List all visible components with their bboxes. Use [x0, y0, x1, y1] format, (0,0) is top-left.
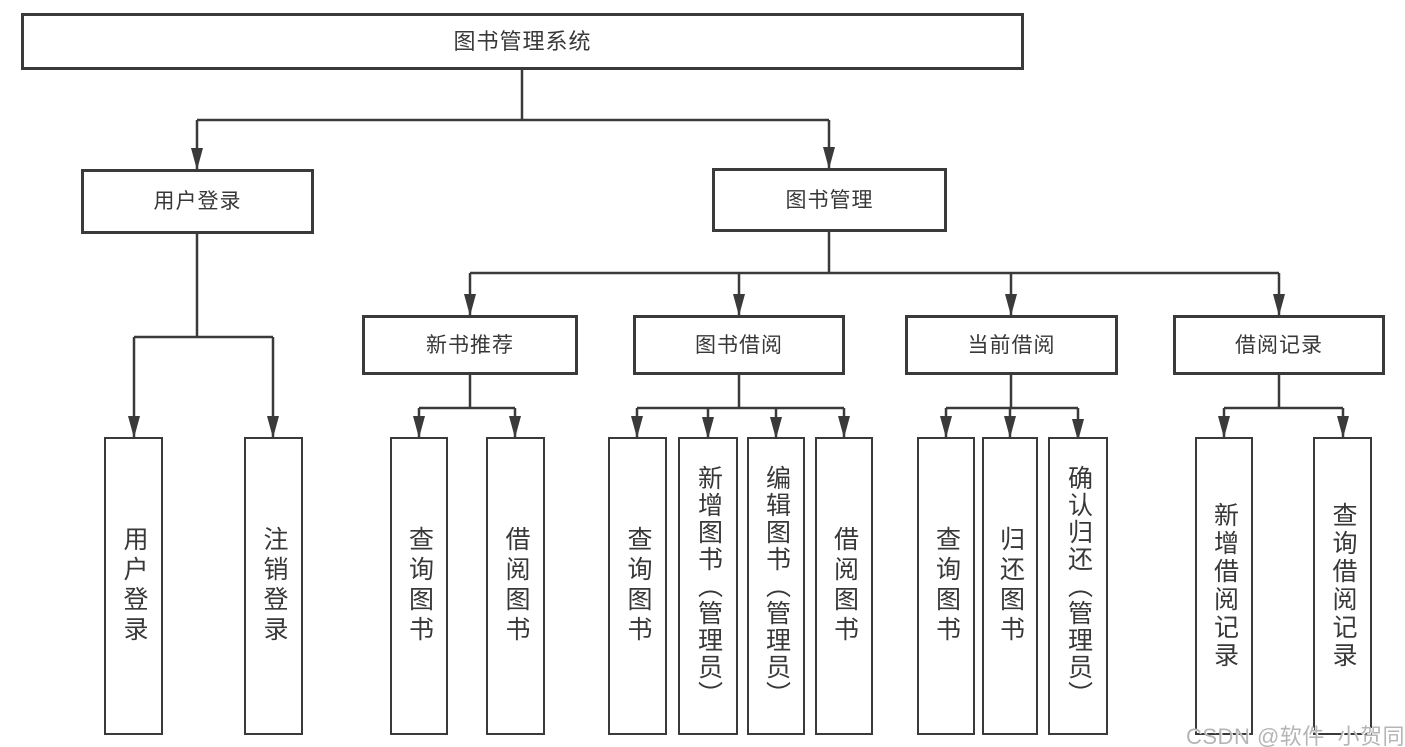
node-borrow-records: 借阅记录: [1173, 315, 1385, 375]
node-current-borrow: 当前借阅: [905, 315, 1118, 375]
csdn-watermark: CSDN @软件_小贺同学: [1186, 724, 1405, 747]
node-book-borrow: 图书借阅: [633, 315, 845, 375]
leaf-borrow-books: 借阅图书: [815, 437, 873, 735]
leaf-add-book-admin: 新增图书（管理员）: [678, 437, 738, 735]
leaf-logout: 注销登录: [244, 437, 303, 735]
leaf-query-books-borrow: 查询图书: [608, 437, 667, 735]
leaf-edit-book-admin: 编辑图书（管理员）: [747, 437, 805, 735]
leaf-user-login: 用户登录: [104, 437, 163, 735]
node-library-management-system: 图书管理系统: [21, 13, 1024, 70]
leaf-add-borrow-record: 新增借阅记录: [1195, 437, 1253, 735]
node-new-book-recommend: 新书推荐: [362, 315, 578, 375]
node-user-login: 用户登录: [81, 169, 314, 234]
leaf-borrow-books-recommend: 借阅图书: [486, 437, 545, 735]
leaf-query-books-recommend: 查询图书: [390, 437, 448, 735]
leaf-query-books-current: 查询图书: [917, 437, 975, 735]
leaf-confirm-return-admin: 确认归还（管理员）: [1048, 437, 1108, 735]
leaf-return-book: 归还图书: [982, 437, 1038, 735]
leaf-query-borrow-record: 查询借阅记录: [1313, 437, 1372, 735]
node-book-management: 图书管理: [712, 168, 947, 232]
